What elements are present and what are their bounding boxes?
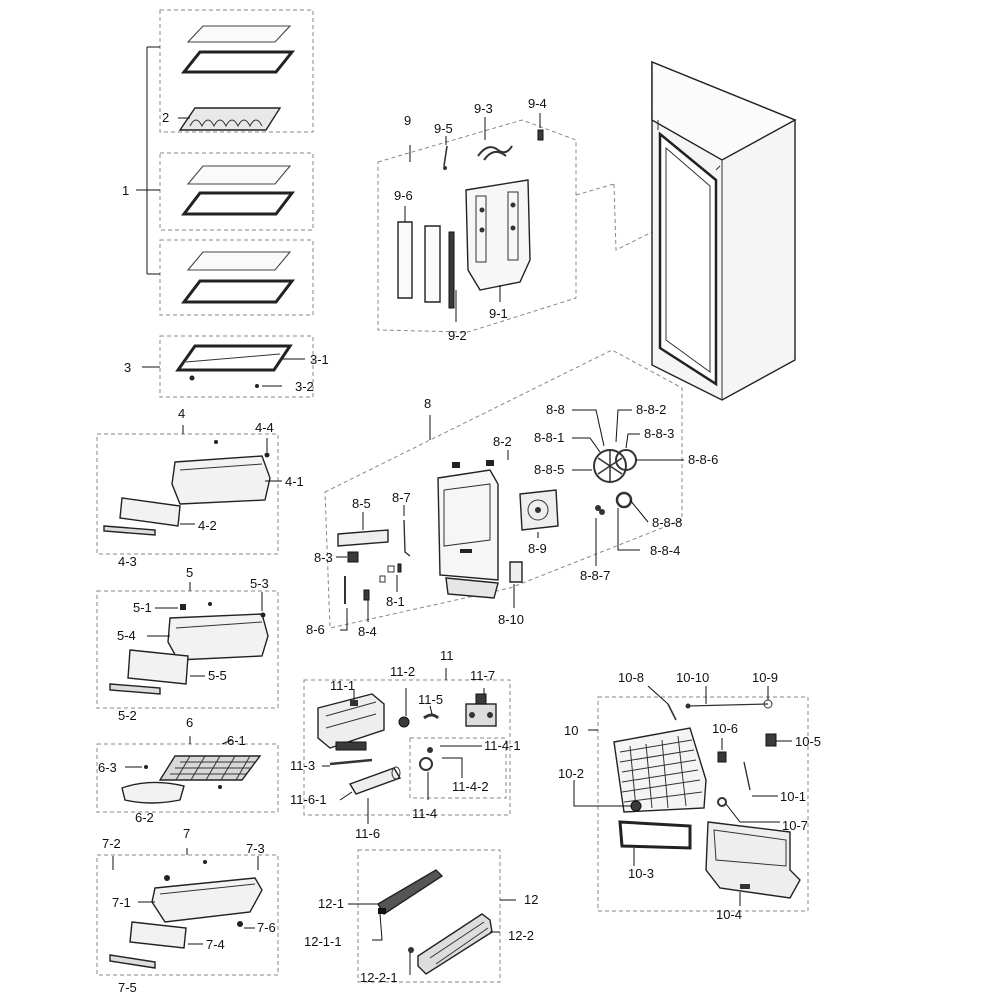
label-1: 1: [122, 183, 129, 198]
label-4: 4: [178, 406, 185, 421]
label-6-2: 6-2: [135, 810, 154, 825]
group-7-drawer: 7 7-2 7-3 7-1 7-4 7-6 7-5: [96, 826, 279, 995]
label-11-4: 11-4: [412, 806, 437, 821]
label-8-7: 8-7: [392, 490, 411, 505]
group-1-shelves: 1 2: [122, 9, 314, 316]
label-11-2: 11-2: [390, 664, 415, 679]
label-10-6: 10-6: [712, 721, 738, 736]
label-5-2: 5-2: [118, 708, 137, 723]
group-9-panel: 9 9-3 9-4 9-5 9-6 9-2 9-1: [377, 96, 681, 343]
label-9-1: 9-1: [489, 306, 508, 321]
label-9-4: 9-4: [528, 96, 547, 111]
label-8-8-4: 8-8-4: [650, 543, 680, 558]
label-5-5: 5-5: [208, 668, 227, 683]
label-8-8-7: 8-8-7: [580, 568, 610, 583]
label-8-9: 8-9: [528, 541, 547, 556]
label-12-1: 12-1: [318, 896, 344, 911]
group-5-drawer: 5 5-3 5-1 5-4 5-5 5-2: [96, 565, 279, 723]
label-9-2: 9-2: [448, 328, 467, 343]
label-8-6: 8-6: [306, 622, 325, 637]
label-10-9: 10-9: [752, 670, 778, 685]
group-4-drawer: 4 4-4 4-1 4-2 4-3: [96, 406, 304, 569]
label-2: 2: [162, 110, 169, 125]
label-10-7: 10-7: [782, 818, 808, 833]
label-8-4: 8-4: [358, 624, 377, 639]
label-8-8-6: 8-8-6: [688, 452, 718, 467]
wine-rack: [178, 107, 282, 131]
label-11-4-1: 11-4-1: [484, 738, 521, 753]
label-11-4-2: 11-4-2: [452, 779, 489, 794]
group-11-control-assembly: 11 11-1 11-2 11-5 11-7 11-3 11-6-1 11-6 …: [290, 648, 521, 841]
label-10-2: 10-2: [558, 766, 584, 781]
label-6-1: 6-1: [227, 733, 246, 748]
label-11-6-1: 11-6-1: [290, 792, 327, 807]
label-9-6: 9-6: [394, 188, 413, 203]
label-9-5: 9-5: [434, 121, 453, 136]
label-8-3: 8-3: [314, 550, 333, 565]
label-10: 10: [564, 723, 578, 738]
label-8-1: 8-1: [386, 594, 405, 609]
label-8-8-5: 8-8-5: [534, 462, 564, 477]
glass-shelf-1: [186, 25, 292, 43]
label-10-1: 10-1: [780, 789, 806, 804]
label-5: 5: [186, 565, 193, 580]
label-8-2: 8-2: [493, 434, 512, 449]
label-9-3: 9-3: [474, 101, 493, 116]
label-11: 11: [440, 648, 454, 663]
label-7-4: 7-4: [206, 937, 225, 952]
label-7-1: 7-1: [112, 895, 131, 910]
refrigerator-cabinet: [651, 60, 797, 401]
group-10-condenser-assembly: 10 10-8 10-10 10-9 10-6 10-5 10-2 10-1 1…: [558, 670, 821, 922]
group-6-tray: 6 6-1 6-3 6-2: [96, 715, 279, 825]
label-11-3: 11-3: [290, 758, 315, 773]
label-8: 8: [424, 396, 431, 411]
label-8-8: 8-8: [546, 402, 565, 417]
label-4-1: 4-1: [285, 474, 304, 489]
label-12: 12: [524, 892, 538, 907]
label-4-2: 4-2: [198, 518, 217, 533]
label-9: 9: [404, 113, 411, 128]
label-5-1: 5-1: [133, 600, 152, 615]
label-10-5: 10-5: [795, 734, 821, 749]
label-10-8: 10-8: [618, 670, 644, 685]
label-8-8-1: 8-8-1: [534, 430, 564, 445]
label-6-3: 6-3: [98, 760, 117, 775]
group-3-shelf-frame: 3 3-1 3-2: [124, 335, 329, 398]
label-8-8-8: 8-8-8: [652, 515, 682, 530]
label-8-8-2: 8-8-2: [636, 402, 666, 417]
label-11-1: 11-1: [330, 678, 355, 693]
label-11-5: 11-5: [418, 692, 443, 707]
label-11-6: 11-6: [355, 826, 380, 841]
group-8-evaporator-assembly: 8 8-2 8-5 8-7 8-3 8-1 8-4 8-6 8-9 8-10 8…: [306, 349, 718, 639]
label-12-2: 12-2: [508, 928, 534, 943]
label-8-10: 8-10: [498, 612, 524, 627]
label-7: 7: [183, 826, 190, 841]
label-11-7: 11-7: [470, 668, 495, 683]
label-6: 6: [186, 715, 193, 730]
label-4-3: 4-3: [118, 554, 137, 569]
label-3-2: 3-2: [295, 379, 314, 394]
label-10-4: 10-4: [716, 907, 742, 922]
label-5-4: 5-4: [117, 628, 136, 643]
label-3: 3: [124, 360, 131, 375]
label-5-3: 5-3: [250, 576, 269, 591]
label-10-3: 10-3: [628, 866, 654, 881]
label-12-1-1: 12-1-1: [304, 934, 342, 949]
group-12-rails: 12 12-1 12-1-1 12-2 12-2-1: [304, 849, 538, 985]
label-8-5: 8-5: [352, 496, 371, 511]
label-7-6: 7-6: [257, 920, 276, 935]
label-8-8-3: 8-8-3: [644, 426, 674, 441]
label-4-4: 4-4: [255, 420, 274, 435]
label-7-3: 7-3: [246, 841, 265, 856]
label-3-1: 3-1: [310, 352, 329, 367]
label-7-2: 7-2: [102, 836, 121, 851]
label-12-2-1: 12-2-1: [360, 970, 398, 985]
label-10-10: 10-10: [676, 670, 709, 685]
label-7-5: 7-5: [118, 980, 137, 995]
